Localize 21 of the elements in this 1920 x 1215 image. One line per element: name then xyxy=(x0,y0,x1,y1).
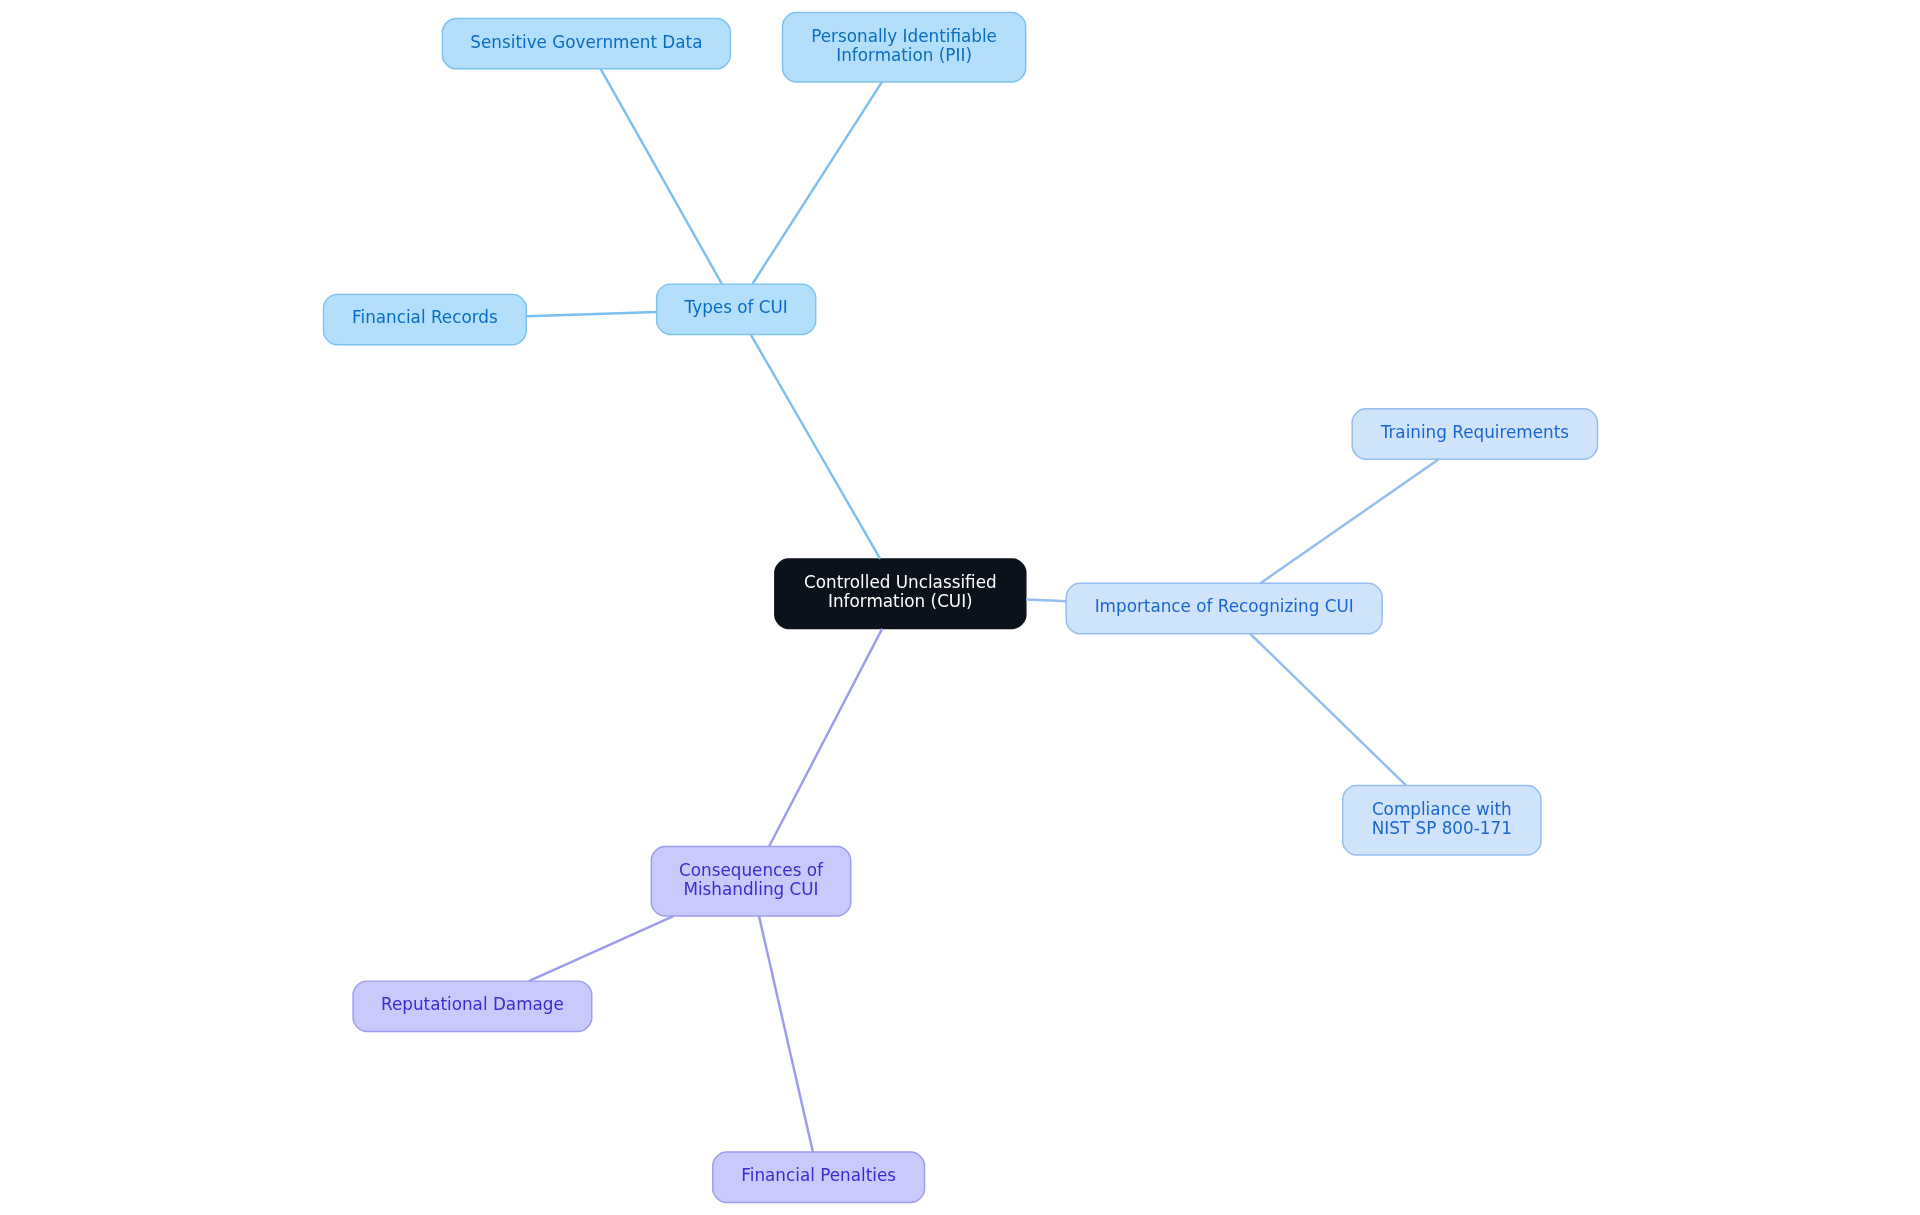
node-box: Reputational Damage xyxy=(351,980,592,1033)
connector xyxy=(527,915,674,983)
node-box: Controlled Unclassified Information (CUI) xyxy=(773,558,1027,630)
connector xyxy=(525,310,656,318)
node-box: Types of CUI xyxy=(655,283,816,336)
connector xyxy=(599,68,723,285)
connector xyxy=(1259,458,1439,585)
connector xyxy=(749,334,881,560)
node-box: Training Requirements xyxy=(1350,408,1598,460)
node-box: Consequences of Mishandling CUI xyxy=(650,845,851,917)
connector xyxy=(767,628,883,848)
node-box: Financial Penalties xyxy=(711,1151,925,1204)
node-box: Financial Records xyxy=(322,293,527,346)
connector xyxy=(751,81,883,285)
node-box: Sensitive Government Data xyxy=(441,17,731,70)
connector xyxy=(1249,633,1407,787)
connector xyxy=(757,915,814,1153)
connector xyxy=(1025,598,1066,603)
node-box: Compliance with NIST SP 800-171 xyxy=(1341,784,1542,856)
node-box: Importance of Recognizing CUI xyxy=(1064,582,1383,635)
node-box: Personally Identifiable Information (PII) xyxy=(781,11,1026,83)
